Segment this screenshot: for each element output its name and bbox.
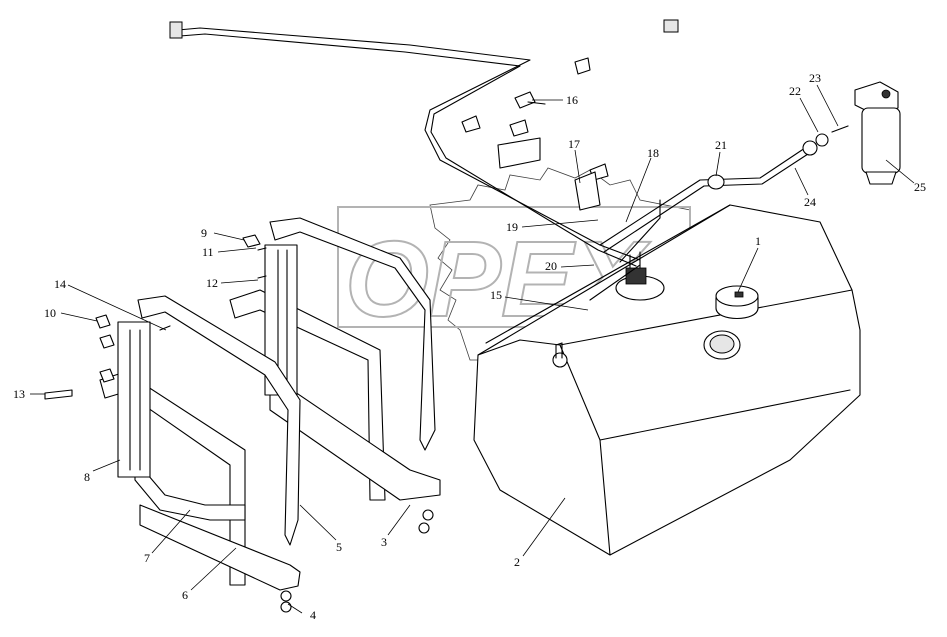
fasteners: [44, 234, 267, 400]
callout-15: 15: [490, 288, 502, 302]
callout-9: 9: [201, 226, 207, 240]
callout-10: 10: [44, 306, 56, 320]
fuel-tank: [473, 204, 861, 556]
callout-18: 18: [647, 146, 659, 160]
callout-3: 3: [381, 535, 387, 549]
callout-7: 7: [144, 551, 150, 565]
callout-12: 12: [206, 276, 218, 290]
callout-1: 1: [755, 234, 761, 248]
callout-6: 6: [182, 588, 188, 602]
callout-8: 8: [84, 470, 90, 484]
callout-4: 4: [310, 608, 316, 622]
leader-lines: [30, 84, 915, 614]
callout-22: 22: [789, 84, 801, 98]
callout-17: 17: [568, 137, 580, 151]
callout-25: 25: [914, 180, 926, 194]
callout-11: 11: [202, 245, 214, 259]
callout-5: 5: [336, 540, 342, 554]
callout-19: 19: [506, 220, 518, 234]
fuel-filter: [854, 81, 901, 185]
callout-13: 13: [13, 387, 25, 401]
callouts: 1 2 3 4 5 6 7 8 9 10 11 12 13 14 15 16 1…: [13, 71, 926, 622]
callout-2: 2: [514, 555, 520, 569]
tank-strap-front: [99, 295, 301, 613]
callout-23: 23: [809, 71, 821, 85]
filler-cap: [703, 285, 759, 360]
callout-21: 21: [715, 138, 727, 152]
callout-14: 14: [54, 277, 66, 291]
callout-20: 20: [545, 259, 557, 273]
fuel-lines: [169, 19, 849, 301]
callout-24: 24: [804, 195, 816, 209]
callout-16: 16: [566, 93, 578, 107]
